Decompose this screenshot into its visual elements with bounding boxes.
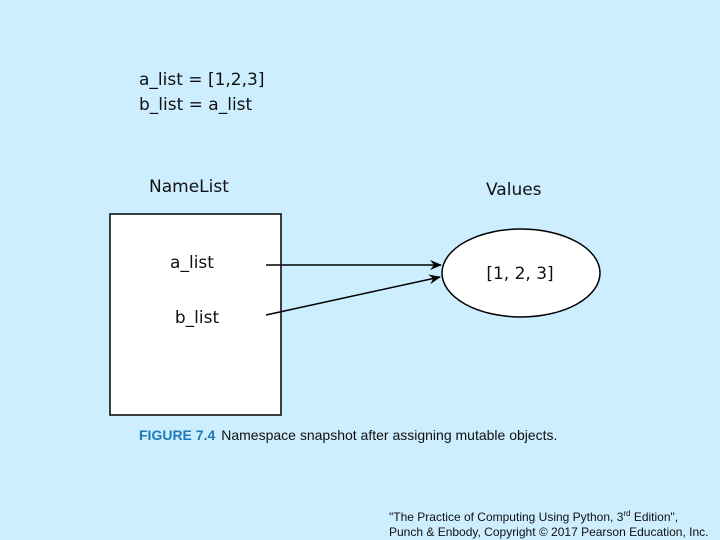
namelist-box xyxy=(109,213,282,416)
list-object-value: [1, 2, 3] xyxy=(486,264,553,284)
name-b-list: b_list xyxy=(175,308,220,328)
namelist-heading: NameList xyxy=(149,177,229,197)
name-a-list: a_list xyxy=(170,253,214,273)
credit-line-2: Punch & Enbody, Copyright © 2017 Pearson… xyxy=(389,525,709,539)
credit-line-1: "The Practice of Computing Using Python,… xyxy=(389,506,708,525)
figure-caption: FIGURE 7.4 Namespace snapshot after assig… xyxy=(139,427,557,443)
code-line-1: a_list = [1,2,3] xyxy=(139,70,265,90)
copyright-credit: "The Practice of Computing Using Python,… xyxy=(389,506,708,540)
credit-edition: Edition", xyxy=(630,510,679,524)
arrow-b-list xyxy=(265,274,441,316)
code-line-2: b_list = a_list xyxy=(139,95,253,115)
figure-caption-text: Namespace snapshot after assigning mutab… xyxy=(221,427,558,443)
code-snippet: a_list = [1,2,3] b_list = a_list xyxy=(139,68,264,118)
values-heading: Values xyxy=(486,180,542,200)
figure-number: FIGURE 7.4 xyxy=(139,427,216,443)
list-object-ellipse xyxy=(441,228,601,318)
credit-title: "The Practice of Computing Using Python,… xyxy=(389,510,624,524)
credit-edition-suffix: rd xyxy=(623,509,631,518)
